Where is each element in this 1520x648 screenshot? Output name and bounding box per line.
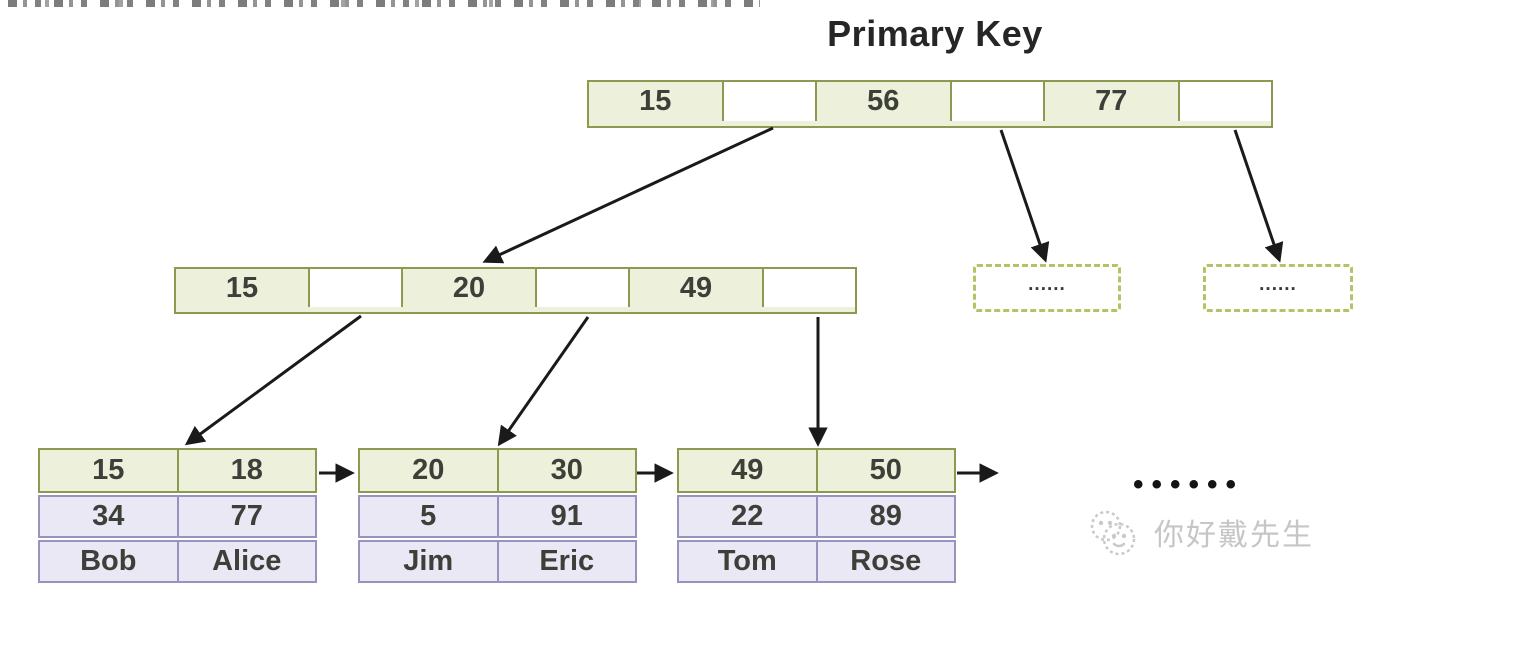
leaf-data-row: Bob Alice	[38, 540, 317, 583]
leaf-data-cell: 22	[731, 500, 764, 532]
leaf-data-cell: 5	[420, 500, 437, 532]
leaf-key-cell: 49	[731, 454, 764, 486]
arrow-internal-pointer-2-to-leaf-table-2	[497, 316, 590, 447]
leaf-data-cell: Jim	[403, 545, 454, 577]
root-node: 15 56 77	[587, 80, 1273, 128]
leaf-data-cell: 89	[815, 497, 955, 536]
pointer-cell	[721, 82, 815, 121]
pointer-cell	[534, 269, 628, 307]
ellipsis-dots: ••••••	[1133, 468, 1245, 501]
key-cell: 15	[639, 85, 672, 117]
watermark: 你好戴先生	[1086, 506, 1314, 558]
arrow-root-pointer-1-to-internal-node	[482, 126, 774, 264]
key-cell: 15	[225, 271, 259, 304]
pointer-cell	[949, 82, 1043, 121]
leaf-data-cell: 77	[176, 497, 316, 536]
internal-node: 15 20 49	[174, 267, 857, 314]
smiley-logo-icon	[1090, 510, 1136, 556]
watermark-text: 你好戴先生	[1154, 519, 1314, 552]
dashed-node-2: ......	[1203, 264, 1353, 312]
leaf-data-cell: 34	[92, 500, 125, 532]
leaf-data-row: 5 91	[358, 495, 637, 538]
arrow-internal-pointer-1-to-leaf-table-1	[184, 314, 362, 446]
leaf-data-cell: Eric	[496, 542, 636, 581]
key-cell: 20	[401, 269, 535, 307]
arrow-root-pointer-3-to-dashed-node-2	[1233, 129, 1284, 263]
arrow-root-pointer-2-to-dashed-node-1	[999, 129, 1050, 263]
leaf-data-row: Jim Eric	[358, 540, 637, 583]
leaf-data-cell: Rose	[815, 542, 955, 581]
key-cell: 49	[628, 269, 762, 307]
leaf-data-cell: Bob	[80, 545, 137, 577]
key-cell: 77	[1043, 82, 1178, 121]
leaf-data-cell: 91	[496, 497, 636, 536]
leaf-key-cell: 50	[815, 450, 955, 491]
pointer-cell	[307, 269, 401, 307]
pointer-cell	[761, 269, 855, 307]
leaf-key-cell: 15	[92, 454, 125, 486]
clipped-text-strip	[8, 0, 760, 7]
key-cell: 56	[815, 82, 950, 121]
leaf-key-cell: 20	[412, 454, 445, 486]
leaf-key-cell: 30	[496, 450, 636, 491]
leaf-data-row: Tom Rose	[677, 540, 956, 583]
dashed-node-1: ......	[973, 264, 1121, 312]
leaf-data-cell: Alice	[176, 542, 316, 581]
leaf-data-cell: Tom	[717, 545, 777, 577]
leaf-data-row: 22 89	[677, 495, 956, 538]
pointer-cell	[1177, 82, 1271, 121]
leaf-key-cell: 18	[176, 450, 316, 491]
leaf-data-row: 34 77	[38, 495, 317, 538]
leaf-header-row: 49 50	[677, 448, 956, 493]
diagram-title: Primary Key	[827, 13, 1043, 54]
